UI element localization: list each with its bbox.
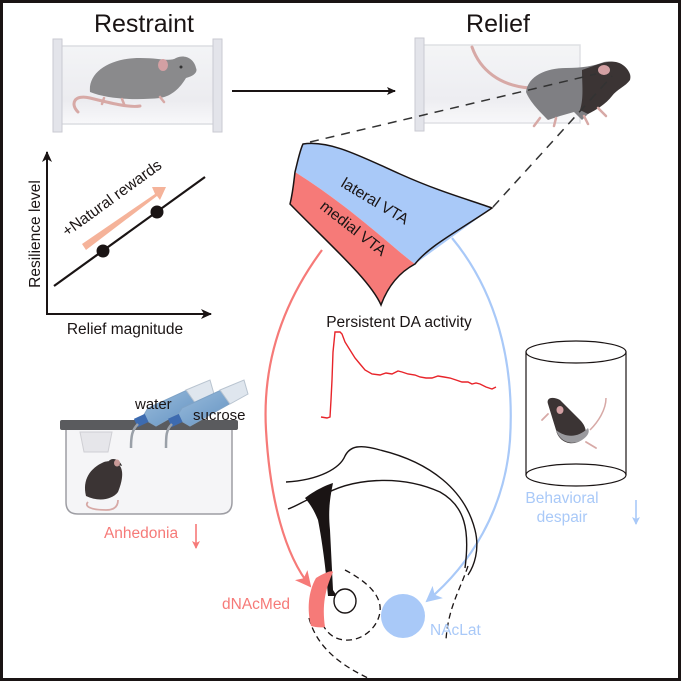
brain-section <box>285 445 478 679</box>
water-label: water <box>134 396 172 413</box>
da-activity-trace <box>320 331 497 419</box>
dnacmed-region <box>308 571 333 628</box>
data-point-high <box>150 205 164 219</box>
anhedonia-label: Anhedonia <box>104 525 179 542</box>
lateral-vta-area <box>295 143 492 264</box>
trace-title: Persistent DA activity <box>326 314 472 331</box>
reward-shift-arrow <box>82 187 166 250</box>
x-axis-label: Relief magnitude <box>67 321 183 338</box>
vta-region: lateral VTA medial VTA <box>289 142 494 307</box>
y-axis-label: Resilience level <box>27 180 44 288</box>
relief-title: Relief <box>466 10 530 38</box>
water-bottle-icon <box>129 379 215 449</box>
zoom-line-bottom <box>492 75 613 208</box>
restraint-title: Restraint <box>94 10 194 38</box>
home-cage <box>60 420 238 515</box>
swim-cylinder <box>525 340 627 487</box>
data-point-low <box>96 244 110 258</box>
dnacmed-label: dNAcMed <box>222 596 290 613</box>
sucrose-label: sucrose <box>193 407 246 424</box>
zoom-line-top <box>309 73 597 143</box>
swimming-mouse-icon <box>541 397 607 449</box>
medial-vta-area <box>290 172 415 305</box>
sucrose-bottle-icon <box>164 379 249 449</box>
cage-mouse-icon <box>84 459 123 511</box>
behavioral-despair-label-line1: Behavioral <box>525 490 598 507</box>
restrained-mouse-icon <box>72 56 197 114</box>
behavioral-despair-label-line2: despair <box>537 509 588 526</box>
naclat-label: NAcLat <box>430 622 482 639</box>
medial-projection-arrow <box>264 249 323 588</box>
naclat-region <box>381 594 425 638</box>
trend-line <box>53 176 206 287</box>
